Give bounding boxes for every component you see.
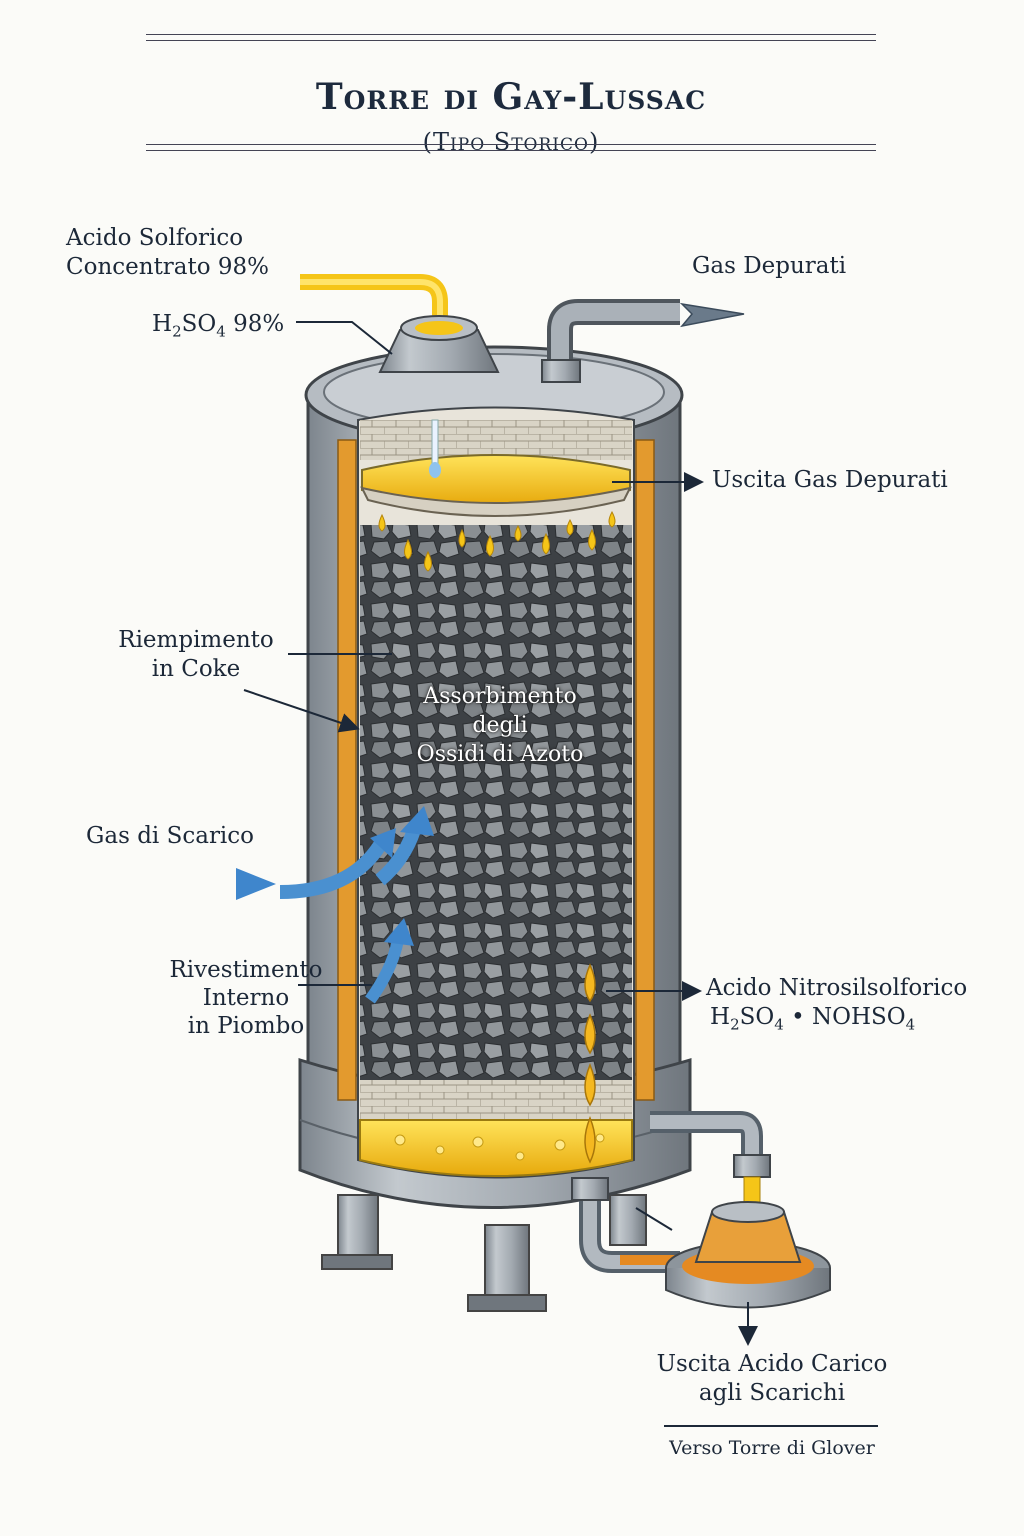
nitro-f-nohso: • NOHSO	[783, 1004, 906, 1031]
absorption-line2: degli	[472, 713, 528, 739]
lining-line2: Interno	[202, 985, 290, 1012]
lining-line1: Rivestimento	[169, 957, 323, 983]
formula-sub-4: 4	[216, 322, 226, 341]
absorption-line1: Assorbimento	[423, 684, 577, 709]
absorption-label: Assorbimento degli Ossidi di Azoto	[380, 682, 620, 769]
gas-out-top-label: Gas Depurati	[692, 253, 847, 279]
tower-cutaway	[337, 406, 655, 1179]
diagram-subtitle: (Tipo Storico)	[422, 128, 600, 156]
nitro-f-sub4: 4	[774, 1016, 784, 1035]
leader-lines	[243, 321, 878, 1427]
collecting-basin	[665, 1201, 831, 1309]
absorption-line3: Ossidi di Azoto	[416, 742, 584, 768]
exhaust-gas-label: Gas di Scarico	[86, 823, 255, 849]
outlet-line1: Uscita Acido Carico	[656, 1351, 888, 1377]
title-block: Torre di Gay-Lussac (Tipo Storico)	[146, 30, 876, 158]
nitro-f-sub2: 2	[730, 1016, 740, 1035]
lead-lining-label: Rivestimento Interno in Piombo	[146, 956, 346, 1040]
acid-outlet-piping	[571, 1111, 771, 1273]
acid-outlet-label: Uscita Acido Carico agli Scarichi	[652, 1350, 892, 1409]
nitrosyl-acid-label: Acido Nitrosilsolforico H2SO4 • NOHSO4	[706, 974, 967, 1035]
coke-label-line2: in Coke	[151, 656, 241, 683]
nitrosyl-formula: H2SO4 • NOHSO4	[706, 1003, 967, 1035]
exhaust-gas-arrows	[112, 806, 434, 1004]
nitro-f-so: SO	[739, 1004, 775, 1031]
title-rule-top-2	[146, 40, 876, 41]
acid-formula-label: H2SO4 98%	[152, 310, 284, 342]
gas-out-side-label: Uscita Gas Depurati	[712, 467, 948, 493]
coke-label-line1: Riempimento	[118, 627, 274, 653]
title-rule-bottom	[146, 144, 876, 145]
acid-inlet-label: Acido Solforico Concentrato 98%	[66, 224, 269, 283]
formula-so: SO	[181, 311, 217, 337]
outlet-line2: agli Scarichi	[698, 1380, 846, 1407]
acid-inlet-label-line2: Concentrato 98%	[66, 254, 270, 281]
formula-sub-2: 2	[172, 322, 182, 341]
acid-inlet-label-line1: Acido Solforico	[66, 225, 244, 251]
formula-percent: 98%	[225, 311, 285, 337]
nitro-f-sub4b: 4	[905, 1016, 916, 1035]
tower-legs	[321, 1194, 647, 1312]
title-rule-bottom-2	[146, 150, 876, 151]
nitrosyl-name: Acido Nitrosilsolforico	[706, 975, 968, 1001]
nitro-f-h: H	[710, 1004, 731, 1031]
acid-inlet-pipe	[300, 274, 500, 373]
formula-h: H	[152, 311, 173, 337]
coke-packing-label: Riempimento in Coke	[96, 626, 296, 685]
glover-tower-note: Verso Torre di Glover	[669, 1437, 875, 1459]
diagram-title: Torre di Gay-Lussac	[315, 76, 707, 118]
lining-line3: in Piombo	[187, 1013, 305, 1040]
title-rule-top	[146, 34, 876, 35]
gas-outlet-pipe	[541, 299, 745, 383]
